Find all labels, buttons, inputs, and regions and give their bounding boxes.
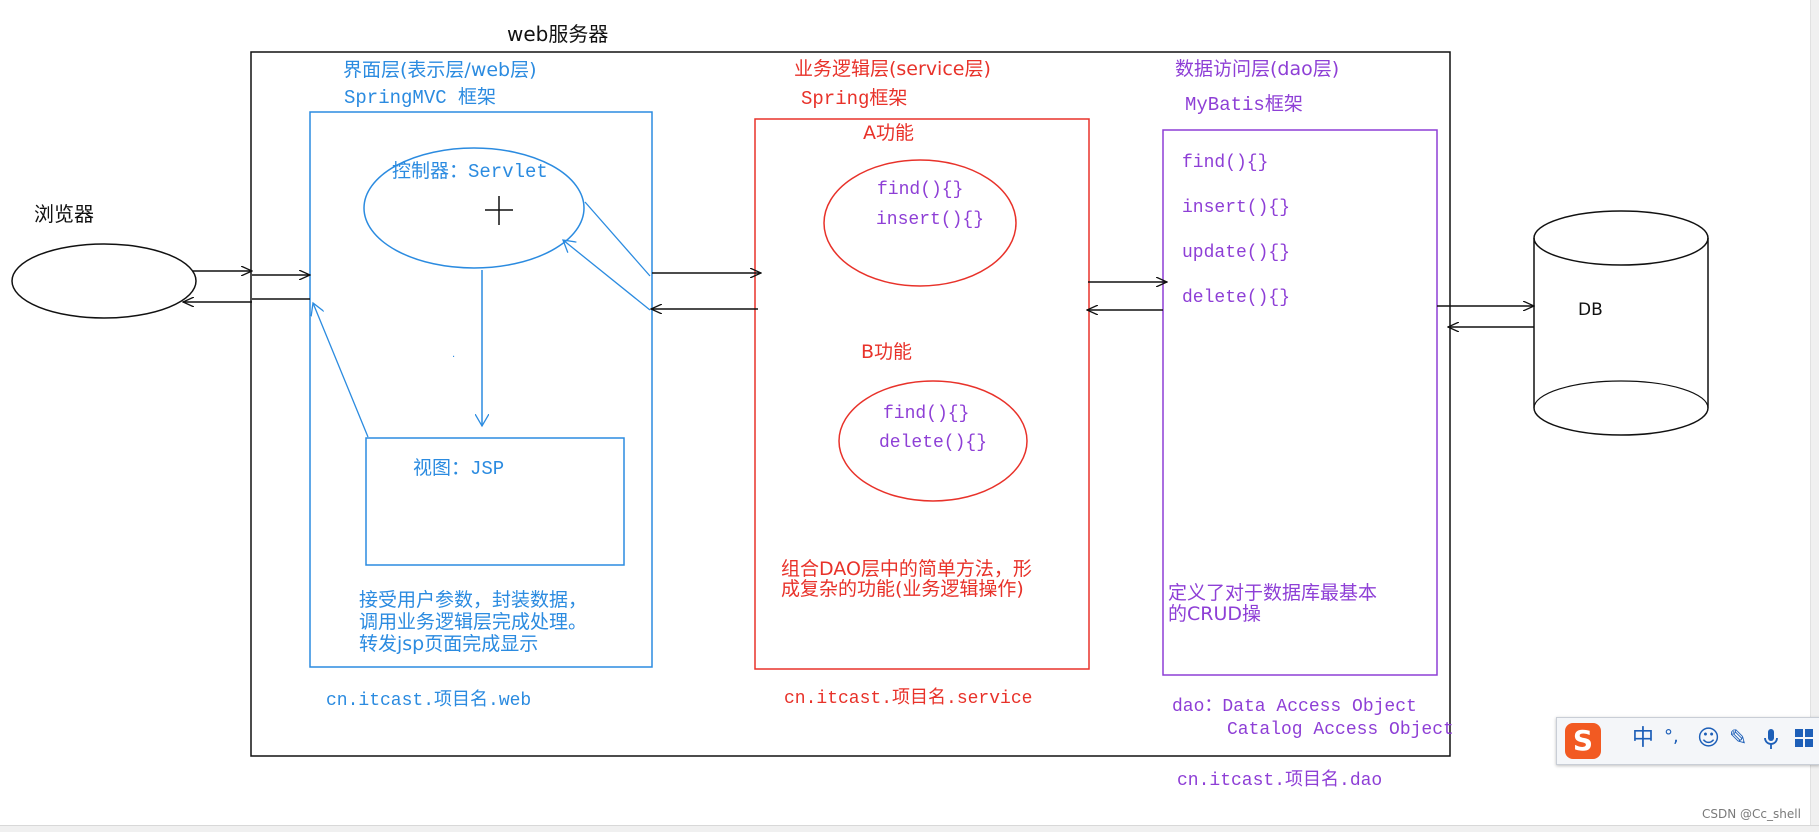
web-layer-box xyxy=(309,111,653,668)
smiley-icon[interactable]: ☺ xyxy=(1697,726,1720,751)
ime-lang-toggle[interactable]: 中 xyxy=(1632,726,1655,751)
dao-method-delete: delete(){} xyxy=(1182,288,1291,308)
pen-icon[interactable]: ✎ xyxy=(1729,726,1748,751)
browser-label: 浏览器 xyxy=(34,202,94,226)
crosshair-cursor-icon xyxy=(485,196,513,225)
view-label: 视图：JSP xyxy=(413,458,505,480)
dao-method-find: find(){} xyxy=(1182,153,1269,173)
web-layer-desc-1: 接受用户参数，封装数据， xyxy=(359,589,588,611)
service-layer-heading: 业务逻辑层(service层) xyxy=(794,58,991,80)
web-layer-desc-3: 转发jsp页面完成显示 xyxy=(359,633,539,655)
service-return-to-controller-arrow xyxy=(563,240,651,311)
dao-note-2: Catalog Access Object xyxy=(1227,720,1454,740)
db-cylinder xyxy=(1533,210,1709,436)
page-title: web服务器 xyxy=(507,22,609,46)
func-b-method-2: delete(){} xyxy=(879,433,988,453)
service-layer-box xyxy=(754,118,1090,670)
func-a-ellipse xyxy=(823,159,1017,287)
ime-punct-toggle[interactable]: °, xyxy=(1664,726,1679,747)
func-b-method-1: find(){} xyxy=(883,404,970,424)
func-a-label: A功能 xyxy=(863,122,914,144)
sogou-logo-icon[interactable]: S xyxy=(1565,723,1601,759)
func-a-method-2: insert(){} xyxy=(876,210,985,230)
browser-ellipse xyxy=(11,243,197,319)
web-package-name: cn.itcast.项目名.web xyxy=(326,691,532,711)
vertical-scrollbar[interactable] xyxy=(1810,0,1819,831)
dao-package-name: cn.itcast.项目名.dao xyxy=(1177,771,1383,791)
dao-method-insert: insert(){} xyxy=(1182,198,1291,218)
func-b-ellipse xyxy=(838,380,1028,502)
view-box xyxy=(365,437,625,566)
dao-layer-desc-1: 定义了对于数据库最基本 xyxy=(1168,582,1378,604)
controller-label: 控制器：Servlet xyxy=(392,161,548,183)
dao-layer-heading: 数据访问层(dao层) xyxy=(1175,58,1340,80)
func-a-method-1: find(){} xyxy=(877,180,964,200)
service-to-controller-line xyxy=(584,201,651,277)
service-package-name: cn.itcast.项目名.service xyxy=(784,689,1033,709)
watermark: CSDN @Cc_shell xyxy=(1702,807,1801,821)
dao-method-update: update(){} xyxy=(1182,243,1291,263)
mic-icon[interactable] xyxy=(1763,728,1779,755)
web-layer-framework: SpringMVC 框架 xyxy=(344,87,497,109)
dao-note-1: dao：Data Access Object xyxy=(1172,697,1417,717)
view-to-entry-arrow xyxy=(313,303,369,438)
dao-layer-framework: MyBatis框架 xyxy=(1185,94,1303,116)
web-server-box xyxy=(250,51,1451,757)
controller-ellipse xyxy=(363,147,585,269)
db-label: DB xyxy=(1578,300,1603,320)
func-b-label: B功能 xyxy=(861,341,913,363)
service-layer-framework: Spring框架 xyxy=(801,88,908,110)
dot-mark: . xyxy=(452,349,455,360)
web-layer-heading: 界面层(表示层/web层) xyxy=(343,59,537,81)
grid-icon[interactable] xyxy=(1794,728,1814,753)
horizontal-scrollbar[interactable] xyxy=(0,825,1819,832)
service-layer-desc-2: 成复杂的功能(业务逻辑操作) xyxy=(781,578,1024,600)
web-layer-desc-2: 调用业务逻辑层完成处理。 xyxy=(359,611,588,633)
dao-layer-box xyxy=(1162,129,1438,676)
service-layer-desc-1: 组合DAO层中的简单方法，形 xyxy=(781,558,1032,580)
ime-toolbar[interactable]: S 中 °, ☺ ✎ xyxy=(1556,717,1819,765)
dao-layer-desc-2: 的CRUD操 xyxy=(1168,603,1262,625)
